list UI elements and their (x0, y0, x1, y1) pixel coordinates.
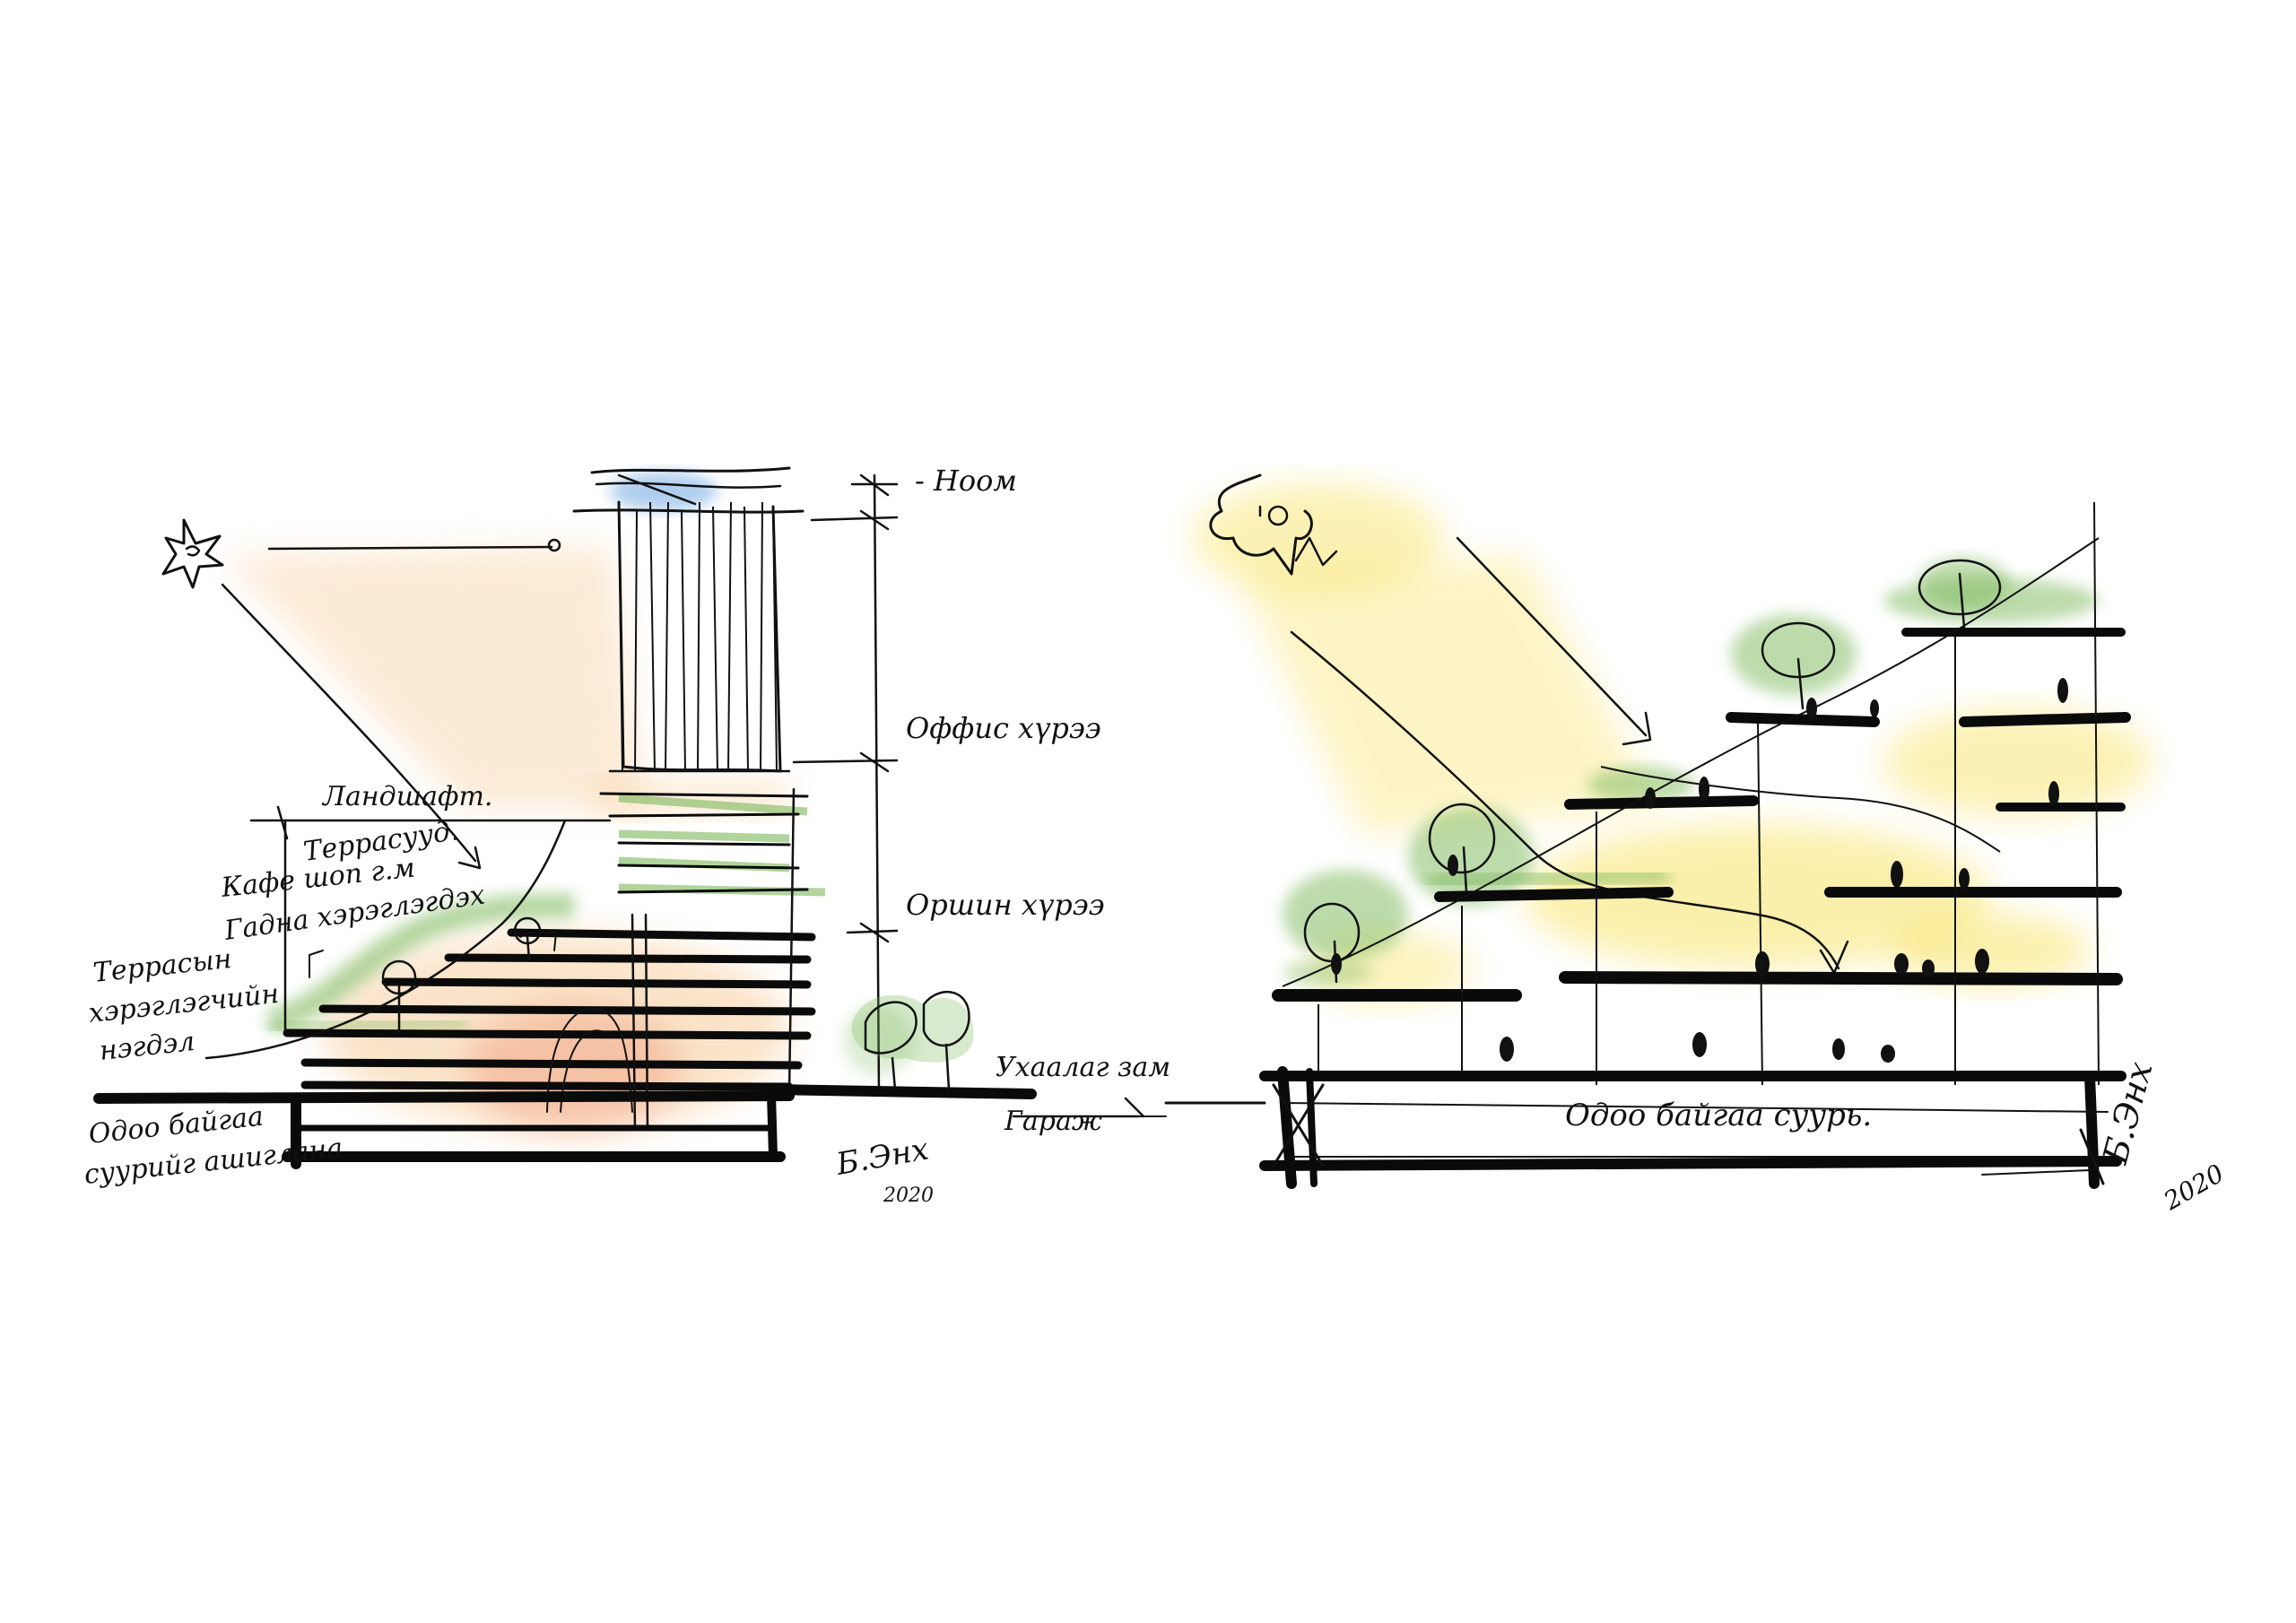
left-signature: Б.Энх (833, 1132, 932, 1184)
garage-label: Гараж (1004, 1106, 1102, 1137)
terrace-use-line1: Террасын (91, 943, 233, 989)
office-floors-label: Оффис хүрээ (906, 711, 1101, 745)
sun-icon (1209, 473, 1849, 975)
tree-icon (851, 990, 974, 1091)
tree-icon (1303, 559, 2002, 984)
left-section-drawing: - Ноом Оффис хүрээ Оршин хүрээ Ландшафт.… (83, 464, 1170, 1207)
dimension-lines (204, 473, 899, 1096)
right-watercolor-washes (1193, 484, 2152, 1004)
left-year: 2020 (883, 1185, 934, 1207)
existing-base (1129, 1066, 2126, 1189)
roof-label: - Ноом (915, 464, 1017, 498)
terrace-use-line3: нэгдэл (98, 1026, 196, 1067)
residential-label: Оршин хүрээ (906, 888, 1105, 922)
terraced-floors (1272, 501, 2131, 1086)
office-tower (572, 466, 804, 773)
landscape-label: Ландшафт. (321, 781, 492, 812)
tree-icon (381, 916, 542, 1033)
existing-base-label: Одоо байгаа суурь. (1565, 1098, 1872, 1133)
ground-and-basement (93, 1084, 1145, 1169)
right-year: 2020 (2158, 1159, 2229, 1217)
right-section-drawing: Одоо байгаа суурь. Б.Энх 2020 (1129, 473, 2229, 1217)
sun-icon (161, 518, 561, 870)
pedestrian-label: Ухаалаг зам (996, 1052, 1170, 1083)
